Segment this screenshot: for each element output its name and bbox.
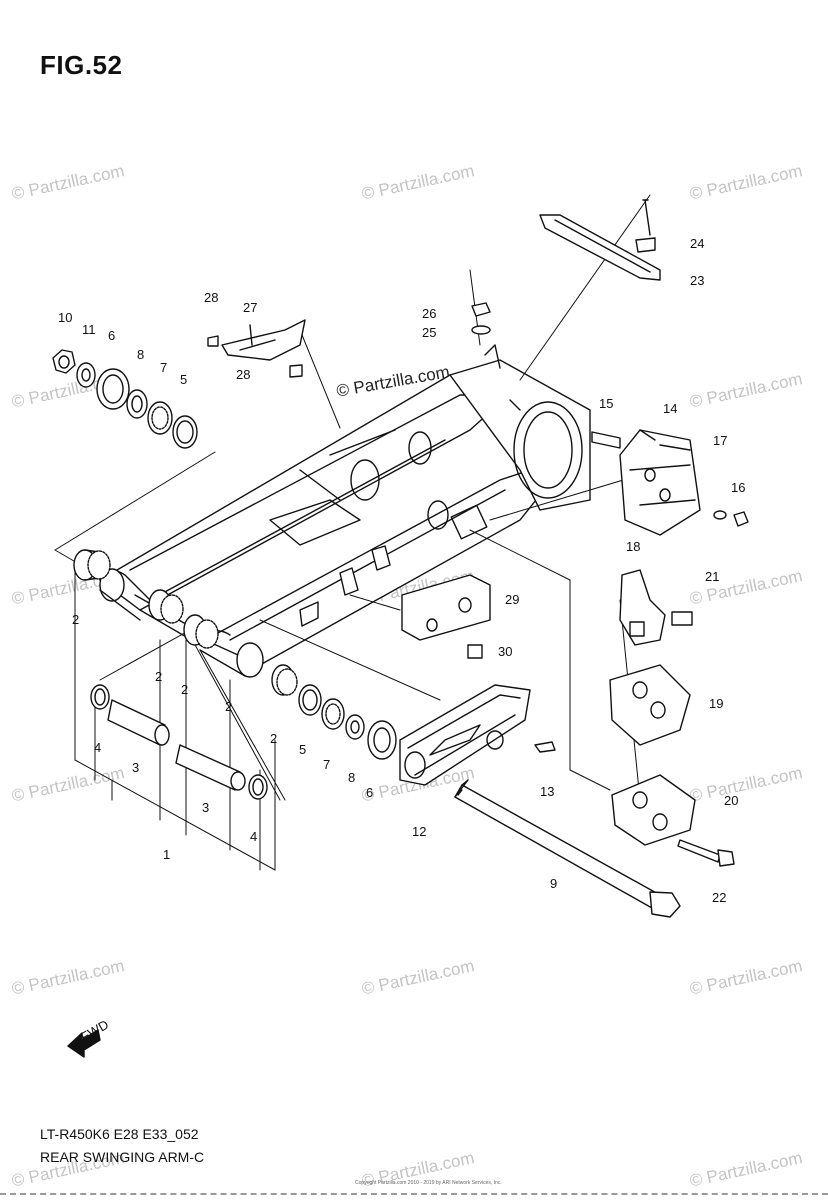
- callout-27: 27: [243, 300, 257, 315]
- nut-washer: [471, 302, 491, 335]
- callout-2a: 2: [72, 612, 79, 627]
- page-edge-divider: [0, 1193, 828, 1195]
- callout-11: 11: [82, 322, 96, 337]
- callout-labels: 10 11 6 8 7 5 28 27 28 26 25 24 23 15 14…: [58, 236, 745, 905]
- callout-2c: 2: [181, 682, 188, 697]
- callout-6b: 6: [366, 785, 373, 800]
- bracket-18: [619, 569, 693, 646]
- copyright-note: Copyright Partzilla.com 2010 - 2019 by A…: [355, 1180, 502, 1186]
- leader-lines: [54, 194, 651, 871]
- callout-4b: 4: [250, 829, 257, 844]
- callout-22: 22: [712, 890, 726, 905]
- callout-10: 10: [58, 310, 72, 325]
- model-code: LT-R450K6 E28 E33_052: [40, 1126, 199, 1142]
- callout-20: 20: [724, 793, 738, 808]
- callout-25: 25: [422, 325, 436, 340]
- callout-14: 14: [663, 401, 677, 416]
- chain-guard-top: [539, 199, 661, 281]
- callout-28b: 28: [236, 367, 250, 382]
- callout-15: 15: [599, 396, 613, 411]
- callout-21: 21: [705, 569, 719, 584]
- brake-bracket: [591, 429, 749, 536]
- callout-19: 19: [709, 696, 723, 711]
- callout-7: 7: [160, 360, 167, 375]
- callout-16: 16: [731, 480, 745, 495]
- callout-4a: 4: [94, 740, 101, 755]
- callout-2d: 2: [225, 699, 232, 714]
- diagram-subtitle: REAR SWINGING ARM-C: [40, 1149, 205, 1165]
- figure-title: FIG.52: [40, 50, 123, 80]
- callout-2b: 2: [155, 669, 162, 684]
- swing-arm: [99, 344, 591, 678]
- callout-3b: 3: [202, 800, 209, 815]
- callout-1: 1: [163, 847, 170, 862]
- callout-29: 29: [505, 592, 519, 607]
- callout-6: 6: [108, 328, 115, 343]
- pad-29: [339, 545, 491, 659]
- callout-8: 8: [137, 347, 144, 362]
- callout-26: 26: [422, 306, 436, 321]
- callout-30: 30: [498, 644, 512, 659]
- upper-bearing-stack: [52, 349, 198, 449]
- callout-5: 5: [180, 372, 187, 387]
- callout-23: 23: [690, 273, 704, 288]
- callout-7b: 7: [323, 757, 330, 772]
- callout-2e: 2: [270, 731, 277, 746]
- callout-12: 12: [412, 824, 426, 839]
- pivot-axle: [454, 779, 681, 918]
- top-bracket: [207, 319, 306, 378]
- callout-5b: 5: [299, 742, 306, 757]
- callout-17: 17: [713, 433, 727, 448]
- needle-bearings: [73, 549, 298, 696]
- block-19: [609, 664, 691, 746]
- callout-9: 9: [550, 876, 557, 891]
- lower-bearing-stack: [90, 684, 397, 800]
- callout-3a: 3: [132, 760, 139, 775]
- callout-24: 24: [690, 236, 704, 251]
- block-20: [611, 774, 735, 867]
- chain-guide: [399, 684, 556, 786]
- callout-13: 13: [540, 784, 554, 799]
- fwd-arrow-icon: FWD: [67, 1017, 111, 1058]
- callout-18: 18: [626, 539, 640, 554]
- callout-8b: 8: [348, 770, 355, 785]
- callout-28: 28: [204, 290, 218, 305]
